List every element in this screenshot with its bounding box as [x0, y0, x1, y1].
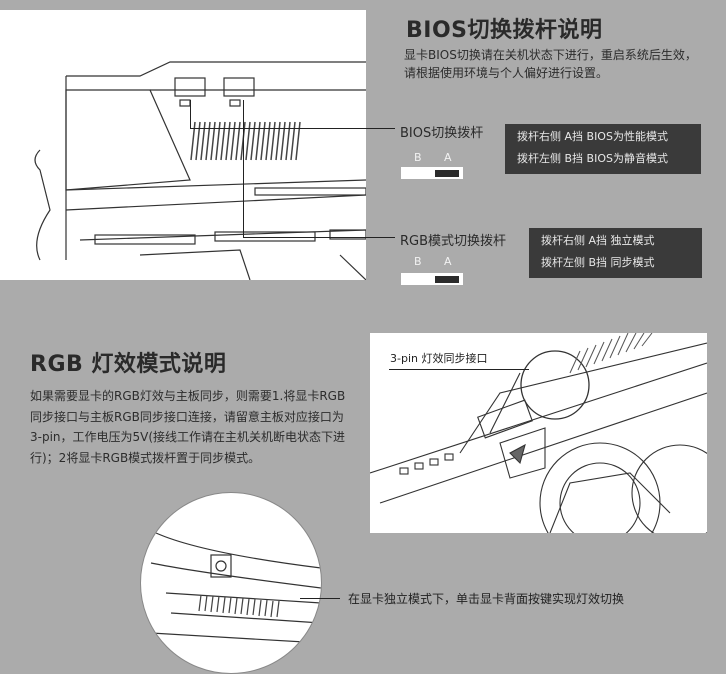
rgb-description: 如果需要显卡的RGB灯效与主板同步，则需要1.将显卡RGB同步接口与主板RGB同…	[30, 389, 346, 465]
connector-illustration	[369, 332, 726, 564]
bios-switch-indicator	[401, 167, 463, 179]
rgb-options-box: 拨杆右侧 A挡 独立模式 拨杆左侧 B挡 同步模式	[529, 228, 702, 278]
rgb-leader-line	[243, 237, 395, 238]
rgb-leader-vert	[243, 100, 244, 237]
button-leader-line	[300, 598, 340, 599]
bios-switch-callout: BIOS切换拨杆	[400, 126, 484, 141]
connector-leader-line	[389, 369, 529, 370]
bios-description: 显卡BIOS切换请在关机状态下进行，重启系统后生效，请根据使用环境与个人偏好进行…	[404, 48, 697, 80]
button-callout: 在显卡独立模式下，单击显卡背面按键实现灯效切换	[348, 592, 625, 606]
rgb-option-a: 拨杆右侧 A挡 独立模式	[541, 234, 655, 247]
rgb-switch-callout: RGB模式切换拨杆	[400, 234, 507, 249]
bios-switch-knob	[435, 170, 459, 177]
button-zoom-circle	[140, 492, 322, 674]
rgb-switch-letter-b: B	[414, 255, 422, 268]
card-top-illustration	[0, 10, 367, 281]
bios-leader-vert	[190, 100, 191, 128]
rgb-option-b: 拨杆左侧 B挡 同步模式	[541, 256, 655, 269]
rgb-switch-indicator	[401, 273, 463, 285]
bios-options-box: 拨杆右侧 A挡 BIOS为性能模式 拨杆左侧 B挡 BIOS为静音模式	[505, 124, 701, 174]
rgb-switch-letter-a: A	[444, 255, 452, 268]
rgb-title: RGB 灯效模式说明	[30, 352, 227, 377]
bios-option-a: 拨杆右侧 A挡 BIOS为性能模式	[517, 130, 668, 143]
bios-leader-line	[190, 128, 395, 129]
bios-switch-letter-a: A	[444, 151, 452, 164]
bios-title: BIOS切换拨杆说明	[406, 18, 603, 43]
connector-callout: 3-pin 灯效同步接口	[390, 352, 488, 365]
bios-switch-letter-b: B	[414, 151, 422, 164]
graphics-card-edge-drawing	[34, 61, 367, 281]
button-zoom-drawing	[150, 532, 321, 644]
rgb-switch-knob	[435, 276, 459, 283]
bios-option-b: 拨杆左侧 B挡 BIOS为静音模式	[517, 152, 668, 165]
